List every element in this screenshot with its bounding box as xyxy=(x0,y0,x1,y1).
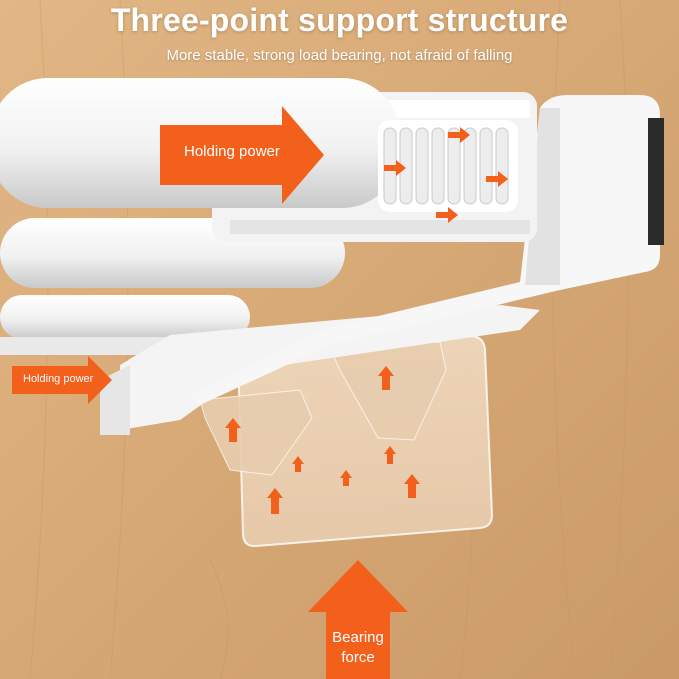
small-arrow-right xyxy=(384,160,406,176)
small-arrow-up xyxy=(378,366,394,390)
bracket-arm xyxy=(120,305,540,430)
small-arrow-right xyxy=(448,127,470,143)
small-arrow-right xyxy=(436,207,458,223)
right-hook xyxy=(329,341,447,441)
bearing-label-line1: Bearing xyxy=(332,629,384,646)
small-arrow-right xyxy=(486,171,508,187)
left-hook xyxy=(199,389,313,476)
back-rod xyxy=(0,295,250,339)
holding-power-arrow-small xyxy=(12,356,112,404)
small-arrow-up xyxy=(340,470,352,486)
small-arrow-up xyxy=(404,474,420,498)
holding-power-label-large: Holding power xyxy=(184,143,280,160)
subheadline: More stable, strong load bearing, not af… xyxy=(166,47,513,64)
bearing-label-line2: force xyxy=(341,649,375,666)
bearing-force-arrow xyxy=(308,560,408,679)
small-arrow-up xyxy=(292,456,304,472)
small-arrow-up xyxy=(267,488,283,514)
spring xyxy=(378,120,518,212)
holding-power-arrow-large xyxy=(160,106,324,204)
headline: Three-point support structure xyxy=(110,2,569,38)
small-arrow-up xyxy=(384,446,396,464)
holding-power-label-small: Holding power xyxy=(23,373,94,385)
small-arrow-up xyxy=(225,418,241,442)
bearing-force-label: Bearing force xyxy=(318,628,398,668)
